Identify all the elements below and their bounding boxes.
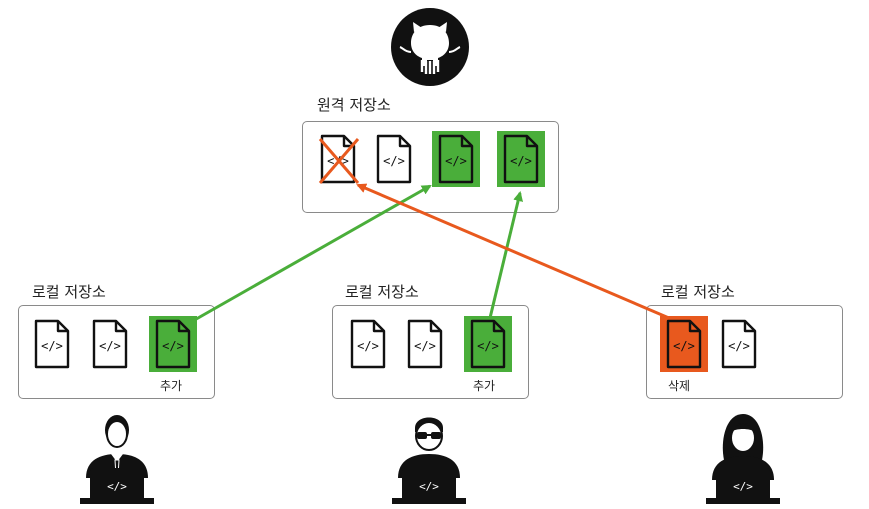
svg-text:</>: </> bbox=[477, 339, 499, 353]
local-2-caption: 추가 bbox=[473, 379, 496, 393]
local-repo-2-label: 로컬 저장소 bbox=[345, 283, 419, 301]
svg-text:</>: </> bbox=[510, 154, 532, 168]
svg-text:</>: </> bbox=[383, 154, 405, 168]
local-2-file-1: </> bbox=[348, 318, 388, 370]
svg-text:</>: </> bbox=[357, 339, 379, 353]
developer-3-icon: </> bbox=[702, 410, 784, 506]
local-1-file-2: </> bbox=[90, 318, 130, 370]
local-1-file-1: </> bbox=[32, 318, 72, 370]
svg-text:</>: </> bbox=[419, 480, 439, 493]
local-2-file-added: </> bbox=[464, 316, 512, 372]
github-icon bbox=[391, 8, 469, 86]
remote-file-added-2: </> bbox=[497, 131, 545, 187]
local-3-file-2: </> bbox=[719, 318, 759, 370]
local-3-caption: 삭제 bbox=[668, 379, 691, 393]
local-3-file-deleted: </> bbox=[660, 316, 708, 372]
local-1-file-added: </> bbox=[149, 316, 197, 372]
svg-text:</>: </> bbox=[445, 154, 467, 168]
developer-2-icon: </> bbox=[388, 410, 470, 506]
svg-text:</>: </> bbox=[99, 339, 121, 353]
local-1-caption: 추가 bbox=[160, 379, 183, 393]
svg-text:</>: </> bbox=[41, 339, 63, 353]
svg-text:</>: </> bbox=[728, 339, 750, 353]
remote-file-deleted: </> bbox=[316, 133, 360, 185]
svg-text:</>: </> bbox=[733, 480, 753, 493]
local-repo-1-label: 로컬 저장소 bbox=[32, 283, 106, 301]
remote-repo-label: 원격 저장소 bbox=[317, 96, 391, 114]
svg-text:</>: </> bbox=[673, 339, 695, 353]
svg-text:</>: </> bbox=[414, 339, 436, 353]
developer-1-icon: </> bbox=[76, 410, 158, 506]
svg-text:</>: </> bbox=[107, 480, 127, 493]
svg-text:</>: </> bbox=[162, 339, 184, 353]
remote-file-2: </> bbox=[374, 133, 414, 185]
remote-file-added-1: </> bbox=[432, 131, 480, 187]
local-repo-3-label: 로컬 저장소 bbox=[661, 283, 735, 301]
local-2-file-2: </> bbox=[405, 318, 445, 370]
